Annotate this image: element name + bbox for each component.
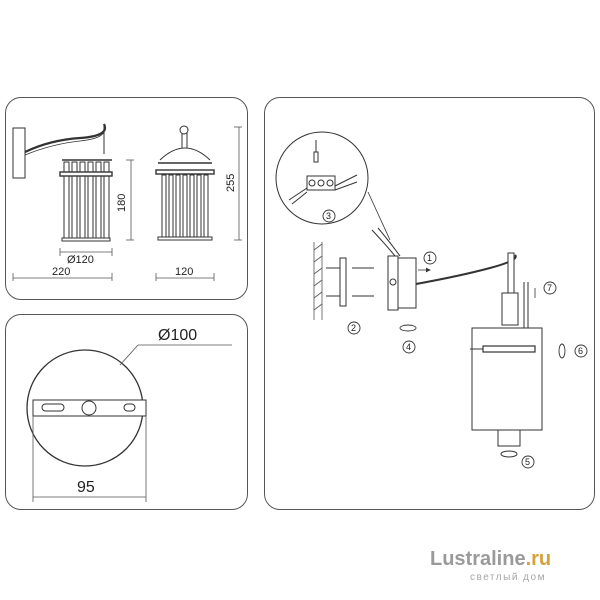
side-width-120-label: 120 xyxy=(175,266,193,278)
height-180-dimension xyxy=(126,159,134,241)
step-6-label: 6 xyxy=(578,346,583,356)
base-plate xyxy=(26,349,147,467)
brand-tld: .ru xyxy=(525,548,552,570)
width-220-dimension xyxy=(12,273,113,281)
install-lamp-body xyxy=(470,252,543,458)
nut-4 xyxy=(399,324,417,332)
brand-main: Lustraline xyxy=(430,548,526,570)
side-width-120-dimension xyxy=(155,273,215,281)
height-180-label: 180 xyxy=(116,194,128,212)
install-arm xyxy=(415,254,517,285)
screw-span-dimension xyxy=(32,416,147,502)
width-220-label: 220 xyxy=(52,266,70,278)
front-view-lamp xyxy=(12,123,113,242)
shade-diameter-dimension xyxy=(59,248,113,256)
step-3-marker xyxy=(322,209,336,223)
mounting-plate-exploded xyxy=(326,227,417,311)
side-view-lamp xyxy=(155,125,215,241)
step-2-marker xyxy=(347,321,361,335)
step-7-marker xyxy=(543,281,557,295)
knob-6 xyxy=(558,343,566,359)
brand-name: Lustraline.ru xyxy=(430,548,551,571)
shade-diameter-label: Ø120 xyxy=(67,254,94,266)
step-3-label: 3 xyxy=(326,211,331,221)
base-diameter-leader xyxy=(119,344,232,366)
step-7-label: 7 xyxy=(547,283,552,293)
step-1-marker xyxy=(423,251,437,265)
step-1-label: 1 xyxy=(427,253,432,263)
screw-span-label: 95 xyxy=(77,479,95,496)
brand-watermark: Lustraline.ru светлый дом xyxy=(430,548,590,588)
height-255-dimension xyxy=(234,126,242,241)
terminal-zoom-detail xyxy=(275,131,391,241)
brand-tagline: светлый дом xyxy=(470,572,546,583)
step-4-marker xyxy=(402,340,416,354)
step-5-label: 5 xyxy=(525,457,530,467)
height-255-label: 255 xyxy=(225,174,237,192)
step-2-label: 2 xyxy=(351,323,356,333)
step-6-marker xyxy=(574,344,588,358)
step-5-marker xyxy=(521,455,535,469)
wall-hatch xyxy=(313,242,323,320)
step-4-label: 4 xyxy=(406,342,411,352)
base-diameter-label: Ø100 xyxy=(158,327,197,344)
